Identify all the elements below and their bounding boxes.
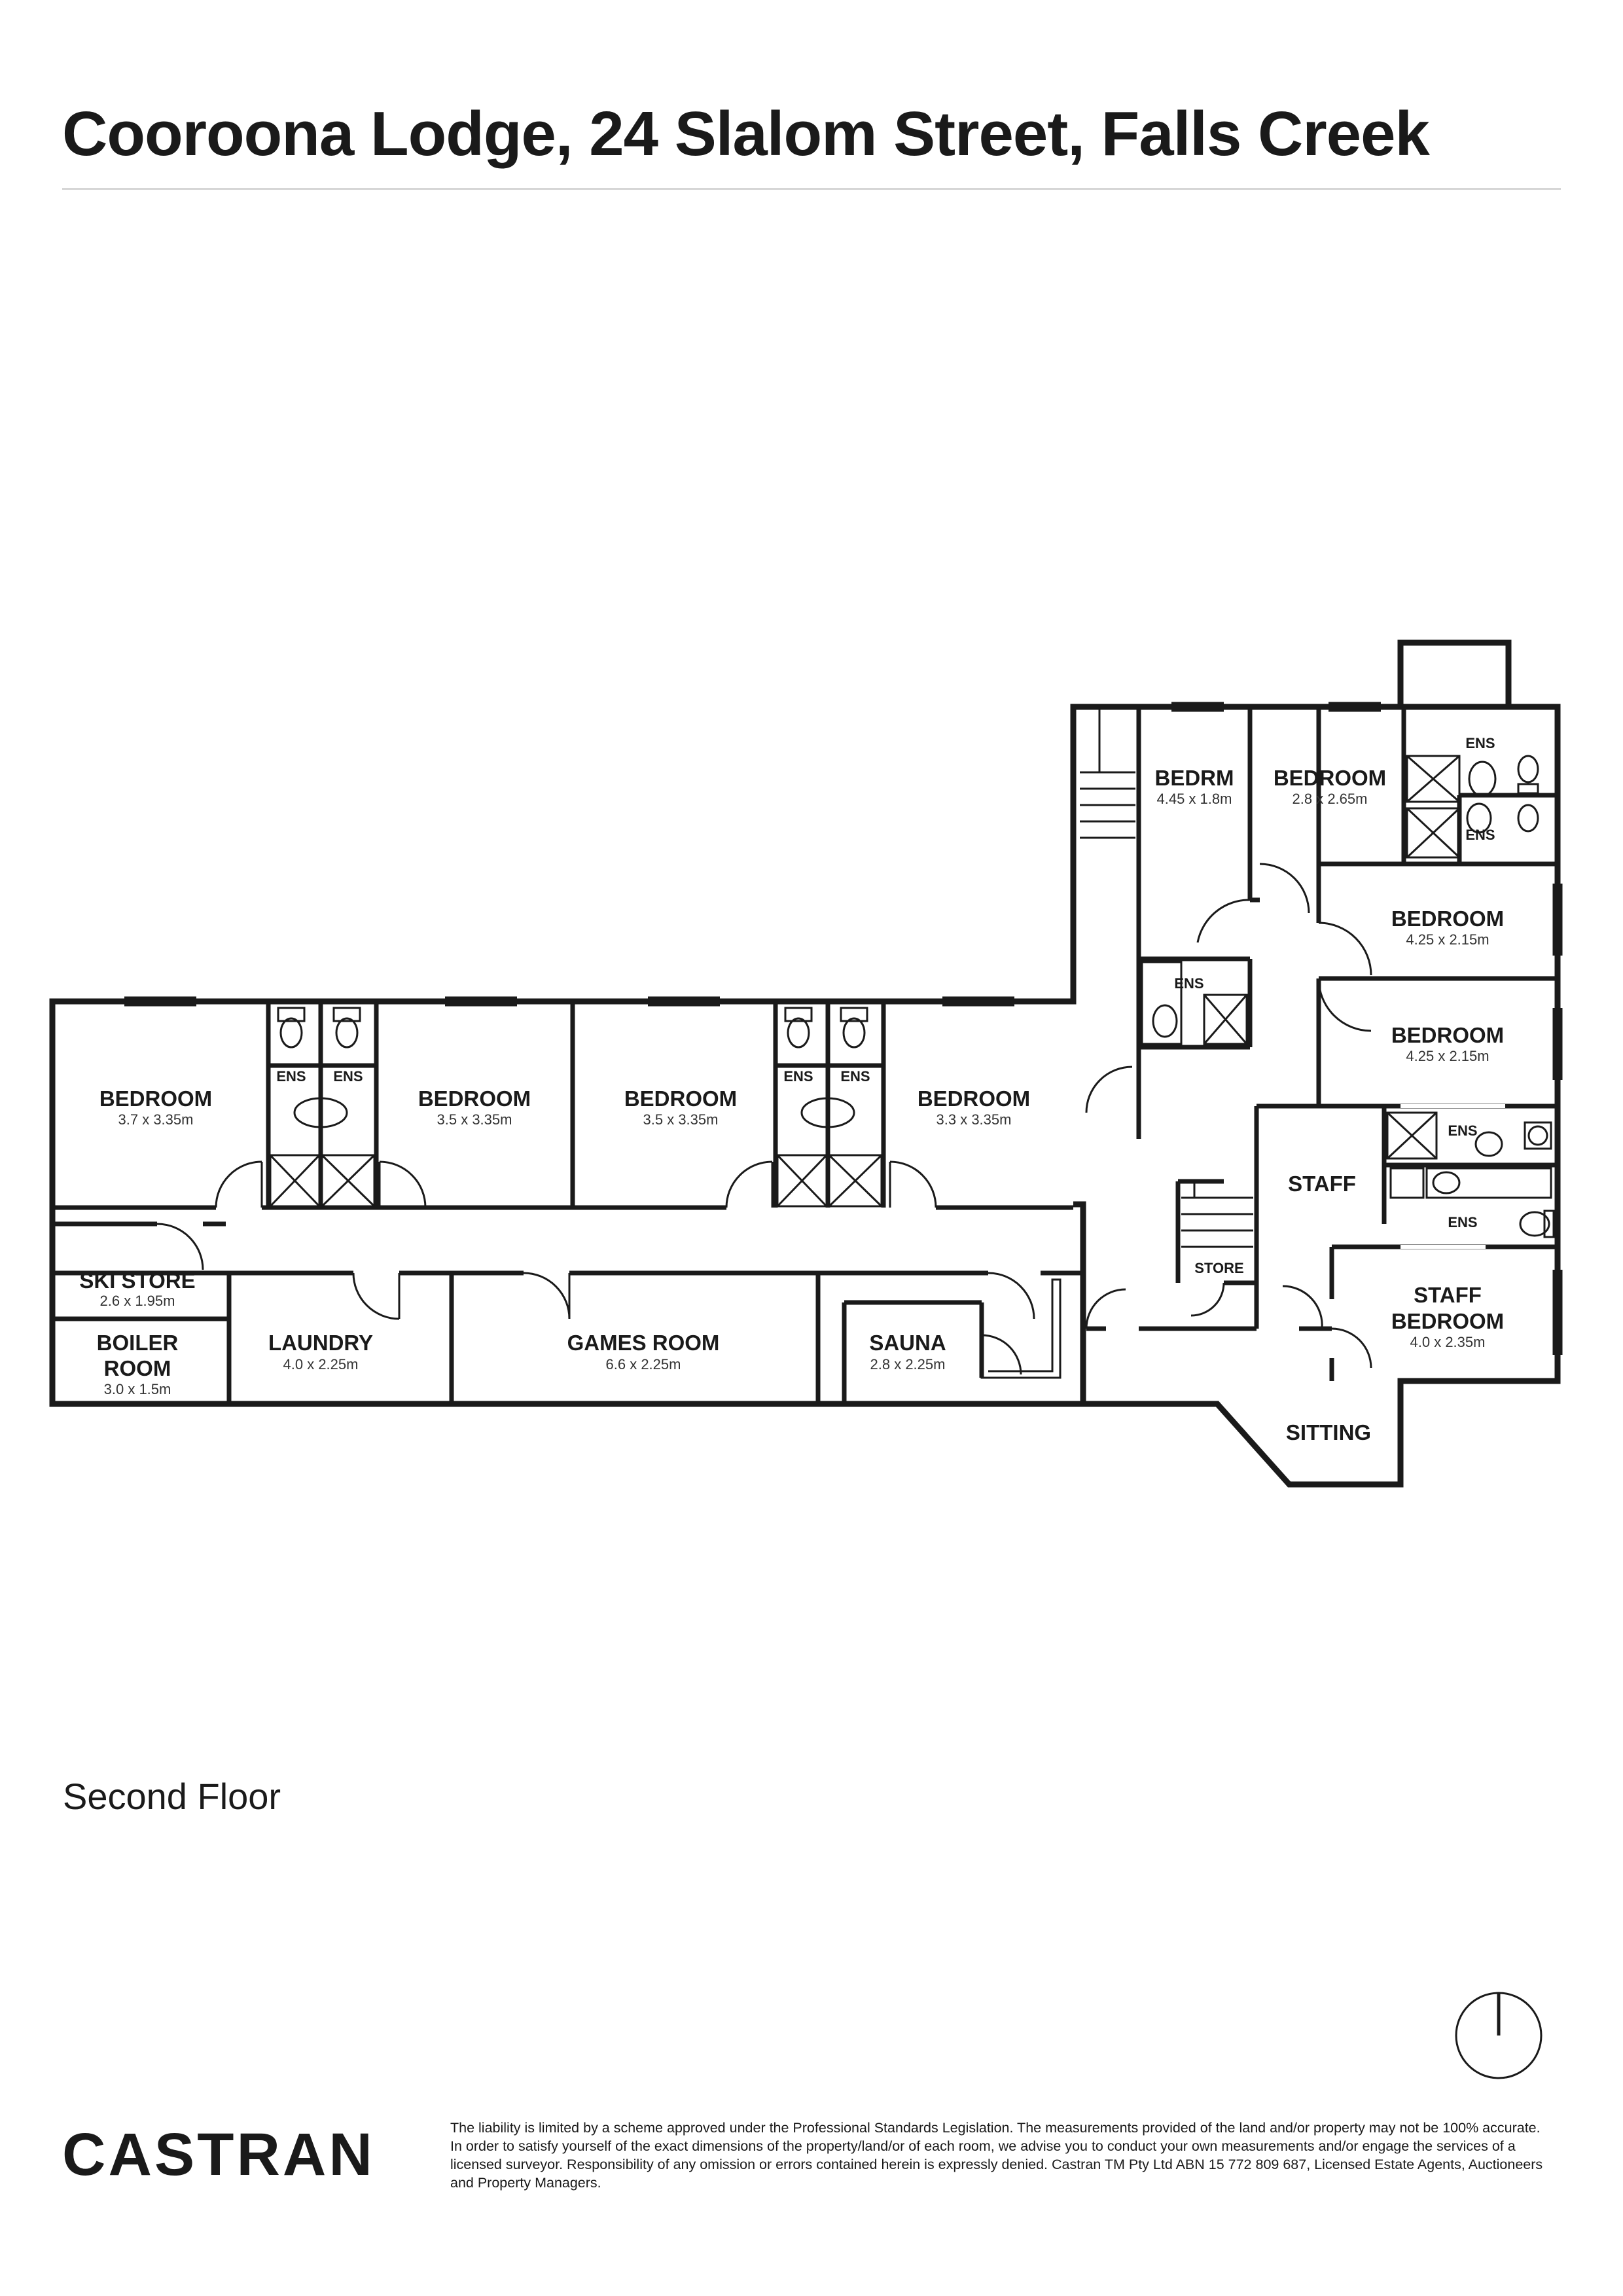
room-labels: BEDROOM 3.7 x 3.35m BEDROOM 3.5 x 3.35m … [79, 735, 1504, 1444]
room-name: ENS [333, 1068, 363, 1085]
disclaimer-text: The liability is limited by a scheme app… [450, 2120, 1543, 2191]
page-title: Cooroona Lodge, 24 Slalom Street, Falls … [62, 99, 1430, 169]
room-name: GAMES ROOM [567, 1331, 720, 1355]
room-name: LAUNDRY [268, 1331, 373, 1355]
room-dims: 2.8 x 2.65m [1293, 791, 1368, 807]
room-dims: 3.7 x 3.35m [118, 1111, 194, 1128]
room-dims: 4.45 x 1.8m [1157, 791, 1232, 807]
interior-walls [52, 707, 1558, 1404]
room-name: BEDROOM [1274, 766, 1386, 790]
room-name: ENS [276, 1068, 306, 1085]
castran-logo: CASTRAN [62, 2121, 375, 2188]
room-name: STORE [1194, 1260, 1243, 1276]
room-name: ENS [1465, 827, 1495, 843]
room-name: BEDROOM [418, 1086, 531, 1111]
room-dims: 4.25 x 2.15m [1406, 931, 1489, 948]
room-dims: 3.0 x 1.5m [104, 1381, 171, 1397]
room-name: STAFF [1414, 1283, 1482, 1307]
room-name: BEDROOM [1391, 1023, 1504, 1047]
stairs [1080, 707, 1253, 1248]
room-dims: 3.5 x 3.35m [643, 1111, 719, 1128]
title-divider [62, 188, 1561, 190]
room-name: BEDROOM [624, 1086, 737, 1111]
room-dims: 6.6 x 2.25m [606, 1356, 681, 1372]
room-dims: 4.0 x 2.25m [283, 1356, 359, 1372]
room-name: ENS [1174, 975, 1204, 992]
room-name: SKI STORE [79, 1268, 195, 1293]
room-name: SAUNA [869, 1331, 946, 1355]
room-dims: 3.5 x 3.35m [437, 1111, 512, 1128]
room-name: BEDRM [1155, 766, 1234, 790]
doors [156, 863, 1505, 1375]
room-dims: 4.25 x 2.15m [1406, 1048, 1489, 1064]
north-compass-icon [1455, 1992, 1543, 2079]
room-dims: 2.6 x 1.95m [100, 1293, 175, 1309]
room-name: ENS [1448, 1122, 1477, 1139]
exterior-walls [49, 639, 1561, 1488]
room-name: STAFF [1288, 1172, 1356, 1196]
room-name: ENS [1448, 1214, 1477, 1230]
floor-label: Second Floor [63, 1776, 281, 1817]
room-dims: 2.8 x 2.25m [870, 1356, 946, 1372]
room-name: BEDROOM [918, 1086, 1030, 1111]
room-dims: 4.0 x 2.35m [1410, 1334, 1486, 1350]
bathroom-fixtures [269, 755, 1555, 1379]
room-name: BOILER [97, 1331, 179, 1355]
room-name: ROOM [104, 1356, 171, 1380]
room-name: ENS [783, 1068, 813, 1085]
room-name: BEDROOM [99, 1086, 212, 1111]
room-name: BEDROOM [1391, 906, 1504, 931]
room-name: ENS [840, 1068, 870, 1085]
room-name: ENS [1465, 735, 1495, 751]
windows [124, 702, 1563, 1355]
room-name: SITTING [1286, 1420, 1371, 1444]
room-dims: 3.3 x 3.35m [936, 1111, 1012, 1128]
room-name: BEDROOM [1391, 1309, 1504, 1333]
